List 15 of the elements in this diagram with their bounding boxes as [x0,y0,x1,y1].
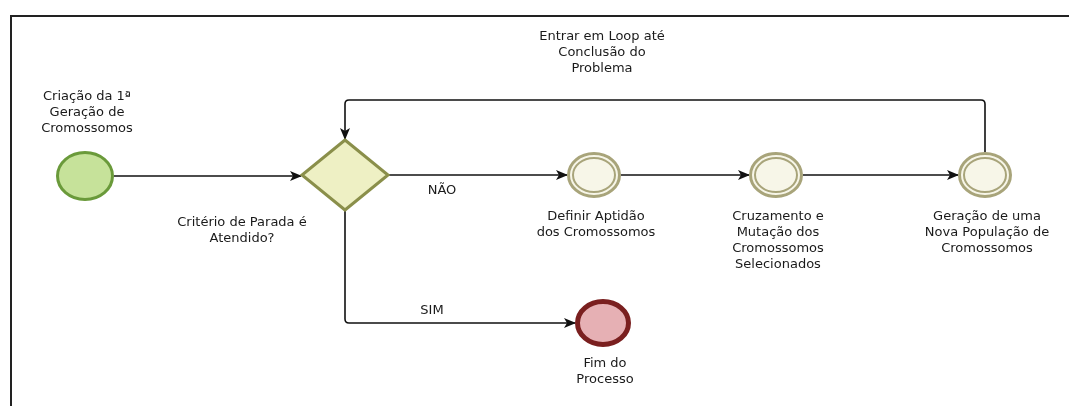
node-label: Geração de uma Nova População de Cromossomos [923,208,1051,256]
node-label: Critério de Parada é Atendido? [176,214,308,246]
node-label: Cruzamento e Mutação dos Cromossomos Selecionados [731,208,825,272]
node-label: Criação da 1ª Geração de Cromossomos [40,88,134,136]
edge-label: NÃO [426,182,458,198]
node-label: Fim do Processo [575,355,635,387]
node-label: Definir Aptidão dos Cromossomos [535,208,657,240]
arrow [802,170,959,180]
arrow [113,171,302,181]
arrow [620,170,750,180]
arrow [344,210,576,328]
edge-label: SIM [419,302,445,318]
arrow [388,170,568,180]
arrow [340,99,986,153]
edge-label: Entrar em Loop até Conclusão do Problema [538,28,666,76]
